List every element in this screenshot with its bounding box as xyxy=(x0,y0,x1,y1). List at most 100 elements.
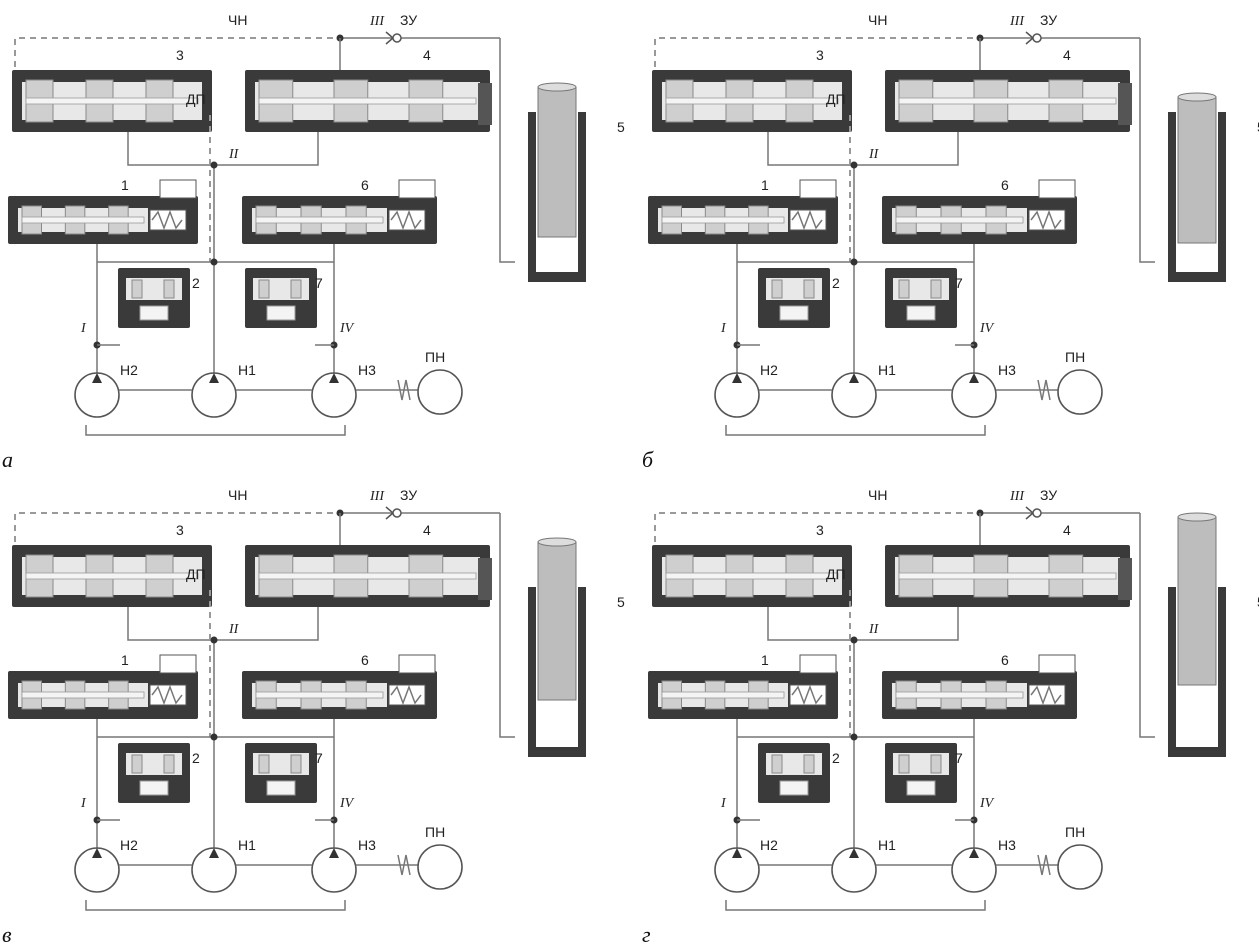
valve-3 xyxy=(12,70,212,132)
cylinder-line xyxy=(1139,38,1155,263)
label-line-ii: II xyxy=(868,147,880,162)
label-6: 6 xyxy=(361,177,369,193)
label-dp: ДП xyxy=(186,566,206,582)
label-n1: Н1 xyxy=(878,837,896,853)
label-pn: ПН xyxy=(1065,349,1085,365)
label-line-i: I xyxy=(80,796,87,811)
panel-label: б xyxy=(642,447,654,472)
cylinder-line xyxy=(1139,513,1155,738)
pump-n1 xyxy=(191,847,237,893)
label-n2: Н2 xyxy=(760,362,778,378)
label-n2: Н2 xyxy=(120,837,138,853)
pump-arrow-icon xyxy=(732,848,742,858)
motor-pn xyxy=(1057,844,1103,890)
cylinder-5 xyxy=(528,82,586,282)
pump-n2 xyxy=(714,372,760,418)
solenoid-icon xyxy=(799,179,837,199)
label-3: 3 xyxy=(816,522,824,538)
check-valve-icon xyxy=(385,31,402,45)
pump-arrow-icon xyxy=(849,848,859,858)
valve-6 xyxy=(242,179,437,244)
solenoid-icon xyxy=(1038,654,1076,674)
pump-arrow-icon xyxy=(849,373,859,383)
label-3: 3 xyxy=(176,47,184,63)
pilot-line xyxy=(14,512,340,575)
pump-n2 xyxy=(74,847,120,893)
hydraulic-schematic: ЧНIIIЗУ34ДПII51627IIVН2Н1Н3ПНг xyxy=(642,487,1259,947)
spring-icon xyxy=(791,209,823,231)
label-line-iii: III xyxy=(369,489,385,504)
label-n3: Н3 xyxy=(358,362,376,378)
pump-arrow-icon xyxy=(92,373,102,383)
label-3: 3 xyxy=(816,47,824,63)
relief-valve-7 xyxy=(885,268,957,328)
cylinder-5 xyxy=(1168,512,1226,757)
panel-g: ЧНIIIЗУ34ДПII51627IIVН2Н1Н3ПНг xyxy=(640,475,1259,950)
solenoid-icon xyxy=(159,179,197,199)
cylinder-5 xyxy=(528,537,586,757)
valve-1 xyxy=(8,179,198,244)
relief-valve-2 xyxy=(118,268,190,328)
valve-3 xyxy=(652,545,852,607)
valve-6 xyxy=(882,654,1077,719)
label-7: 7 xyxy=(955,275,963,291)
valve-4 xyxy=(885,70,1130,132)
label-zu: ЗУ xyxy=(400,487,417,503)
label-7: 7 xyxy=(315,275,323,291)
label-5: 5 xyxy=(1257,119,1259,135)
pump-n2 xyxy=(74,372,120,418)
tank-line xyxy=(85,900,346,911)
valve-1 xyxy=(648,179,838,244)
motor-pn xyxy=(417,844,463,890)
spring-icon xyxy=(1030,684,1062,706)
relief-valve-7 xyxy=(245,743,317,803)
pump-arrow-icon xyxy=(969,373,979,383)
pump-arrow-icon xyxy=(732,373,742,383)
label-n2: Н2 xyxy=(120,362,138,378)
label-chn: ЧН xyxy=(228,12,247,28)
label-line-i: I xyxy=(720,796,727,811)
pump-arrow-icon xyxy=(329,373,339,383)
cylinder-line xyxy=(499,38,515,263)
label-line-i: I xyxy=(80,321,87,336)
label-line-i: I xyxy=(720,321,727,336)
valve-3 xyxy=(652,70,852,132)
coupling-icon xyxy=(1037,379,1051,401)
label-line-iii: III xyxy=(1009,14,1025,29)
panel-label: а xyxy=(2,447,13,472)
pump-n3 xyxy=(951,372,997,418)
label-pn: ПН xyxy=(425,349,445,365)
valve-3 xyxy=(12,545,212,607)
relief-valve-7 xyxy=(245,268,317,328)
relief-valve-2 xyxy=(118,743,190,803)
valve-1 xyxy=(8,654,198,719)
handwheel-icon xyxy=(1118,558,1132,600)
pilot-line xyxy=(654,512,980,575)
valve-4 xyxy=(245,545,490,607)
label-7: 7 xyxy=(315,750,323,766)
line-ii xyxy=(767,132,959,166)
label-n2: Н2 xyxy=(760,837,778,853)
tank-line xyxy=(725,425,986,436)
tank-line xyxy=(85,425,346,436)
label-6: 6 xyxy=(1001,177,1009,193)
ram xyxy=(1177,96,1217,244)
relief-valve-7 xyxy=(885,743,957,803)
pump-n1 xyxy=(831,372,877,418)
coupling-icon xyxy=(397,379,411,401)
valve-4 xyxy=(245,70,490,132)
solenoid-icon xyxy=(799,654,837,674)
label-dp: ДП xyxy=(186,91,206,107)
label-6: 6 xyxy=(361,652,369,668)
valve-1 xyxy=(648,654,838,719)
label-line-ii: II xyxy=(228,622,240,637)
pump-arrow-icon xyxy=(209,373,219,383)
label-chn: ЧН xyxy=(868,487,887,503)
label-line-iv: IV xyxy=(339,796,355,811)
relief-valve-2 xyxy=(758,743,830,803)
line-ii xyxy=(767,607,959,641)
label-zu: ЗУ xyxy=(1040,487,1057,503)
label-chn: ЧН xyxy=(228,487,247,503)
label-line-iii: III xyxy=(369,14,385,29)
